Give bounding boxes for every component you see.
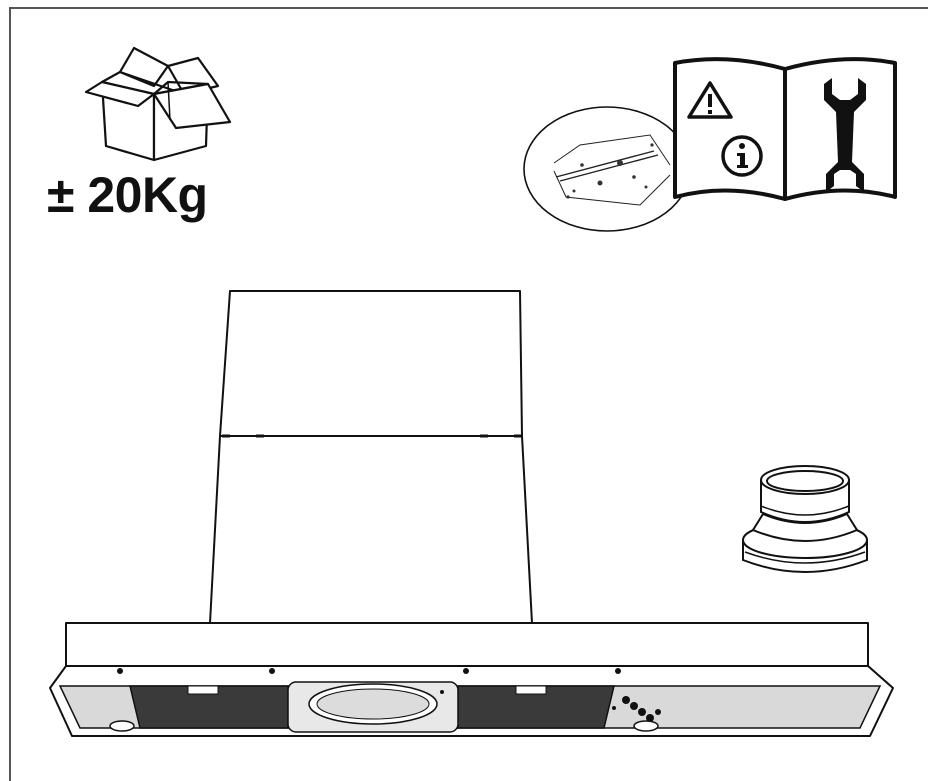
weight-label: ± 20Kg [47, 167, 208, 223]
duct-adapter-icon [742, 465, 868, 573]
page-frame [9, 7, 928, 781]
info-icon [721, 135, 763, 177]
box-icon [84, 46, 232, 162]
chimney-hood-icon [49, 290, 894, 737]
warning-icon [687, 81, 733, 119]
wrench-icon [824, 78, 866, 192]
mounting-template-icon [523, 106, 691, 232]
